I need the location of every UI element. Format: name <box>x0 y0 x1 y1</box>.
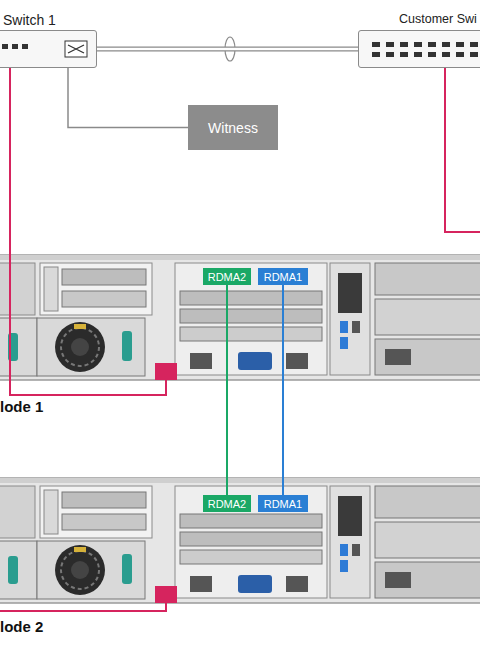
network-link <box>68 68 188 128</box>
node-label: RDMA2 <box>203 495 251 512</box>
node-label: RDMA1 <box>258 495 308 512</box>
node-label: RDMA2 <box>203 268 251 285</box>
rdma-port: RDMA2 <box>203 495 251 512</box>
node-label: Witness <box>188 105 278 150</box>
rdma-port: RDMA1 <box>258 268 308 285</box>
rdma-port: RDMA2 <box>203 268 251 285</box>
node-label: lode 2 <box>0 618 43 635</box>
link-inner <box>97 48 358 51</box>
network-link <box>10 68 166 395</box>
network-switch: Customer Swi <box>358 30 480 68</box>
rdma-port: RDMA1 <box>258 495 308 512</box>
network-wire <box>445 68 480 232</box>
node-label: Switch 1 <box>3 12 56 28</box>
network-link <box>97 47 358 52</box>
node-label: Customer Swi <box>399 12 477 26</box>
network-switch: Switch 1 <box>0 30 97 68</box>
server-node: lode 2RDMA2RDMA1 <box>0 478 480 603</box>
node-label: lode 1 <box>0 398 43 415</box>
server-node: lode 1RDMA2RDMA1 <box>0 255 480 380</box>
network-link <box>282 285 284 495</box>
network-link <box>226 285 228 495</box>
witness-box: Witness <box>188 105 278 150</box>
network-wire <box>0 603 166 611</box>
node-label: RDMA1 <box>258 268 308 285</box>
